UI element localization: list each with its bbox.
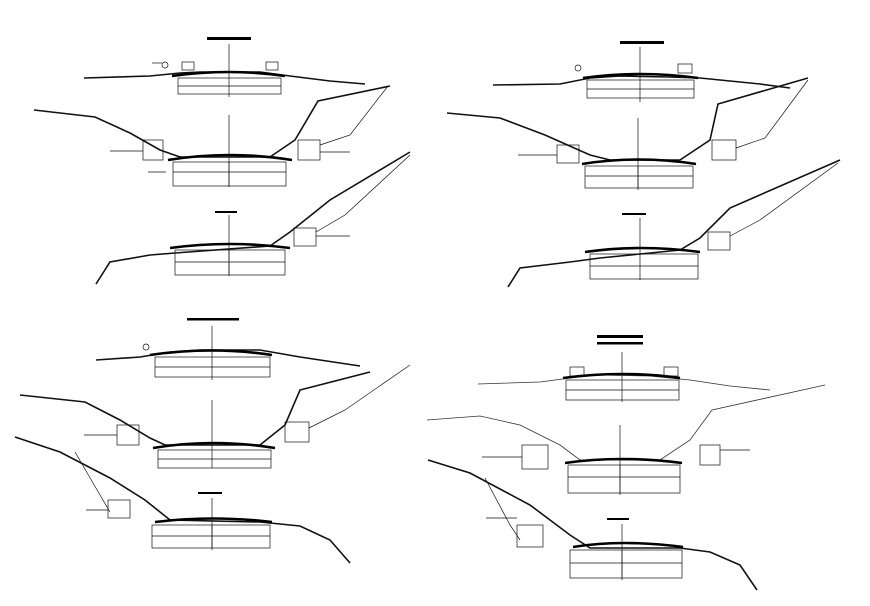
- cross-section-10: [477, 335, 771, 402]
- panel-bottom-left: [14, 318, 411, 564]
- panel-top-left: [33, 37, 411, 285]
- detail-callout-icon: [142, 343, 150, 351]
- cross-section-11: [426, 384, 826, 495]
- cross-section-6: [507, 159, 841, 288]
- detail-callout-icon: [574, 64, 582, 72]
- panel-bottom-right: [426, 335, 826, 591]
- panel-top-right: [446, 41, 841, 288]
- cross-section-1: [83, 37, 366, 97]
- cross-section-7: [95, 318, 361, 380]
- detail-callout-icon: [161, 61, 169, 69]
- section-title-bar: [207, 37, 251, 40]
- cross-section-4: [492, 41, 791, 102]
- cross-section-12: [427, 459, 758, 591]
- cross-section-8: [19, 364, 411, 469]
- cross-section-5: [446, 77, 809, 190]
- cross-section-9: [14, 436, 351, 564]
- cross-section-2: [33, 85, 391, 187]
- cross-section-3: [95, 151, 411, 285]
